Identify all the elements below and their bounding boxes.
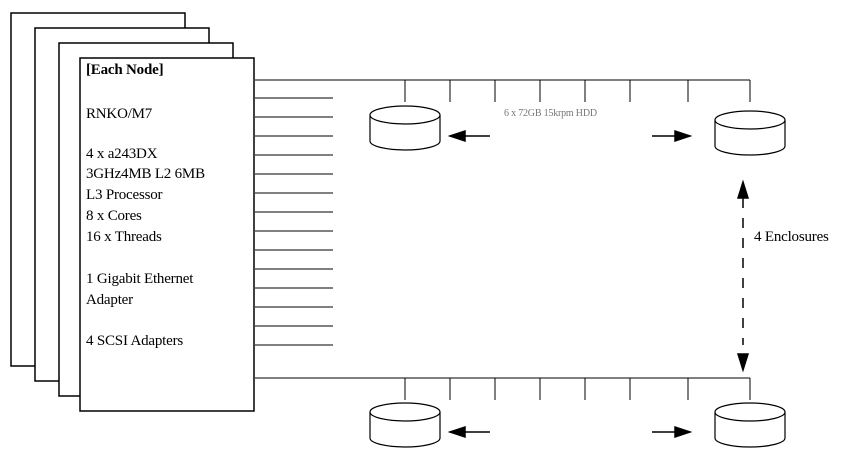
disk-top-right-icon [714,110,786,156]
ethernet-line-2: Adapter [86,292,133,308]
cpu-spec-line-1: 4 x a243DX [86,146,158,162]
disk-bottom-right-icon [714,402,786,448]
node-card-front [79,57,255,412]
node-stack [10,12,255,412]
hdd-spec-label: 6 x 72GB 15krpm HDD [504,108,597,119]
arrow-down-icon [736,353,750,373]
bottom-bus [255,377,751,400]
node-model: RNKO/M7 [86,106,153,122]
disk-bottom-left-icon [369,402,441,448]
arrow-right-top-icon [674,129,693,143]
top-bus [255,79,751,102]
arrow-right-bottom-icon [674,425,693,439]
ethernet-line-1: 1 Gigabit Ethernet [86,271,194,287]
arrow-left-bottom-icon [447,425,466,439]
disk-top-left-icon [369,105,441,151]
scsi-adapters: 4 SCSI Adapters [86,333,184,349]
node-title: [Each Node] [86,62,164,78]
arrow-up-icon [736,179,750,199]
adapter-ports [255,97,333,346]
cpu-spec-line-3: L3 Processor [86,187,163,203]
hdd-arrows [447,129,693,439]
arrow-left-top-icon [447,129,466,143]
enclosures-label: 4 Enclosures [754,229,829,245]
cpu-spec-line-2: 3GHz4MB L2 6MB [86,166,205,182]
enclosure-connector [736,179,750,373]
core-count: 8 x Cores [86,208,142,224]
thread-count: 16 x Threads [86,229,162,245]
